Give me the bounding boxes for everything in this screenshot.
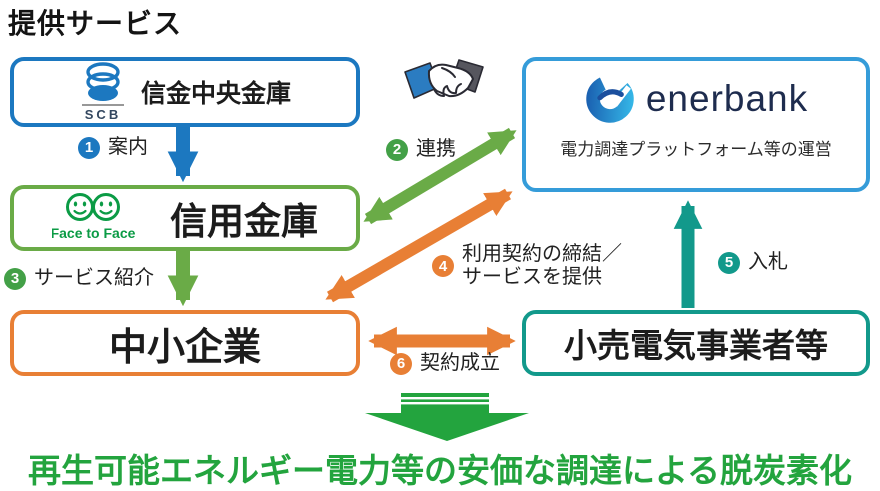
node-enerbank: enerbank 電力調達プラットフォーム等の運営	[522, 57, 870, 192]
outcome-text: 再生可能エネルギー電力等の安価な調達による脱炭素化	[27, 452, 852, 489]
page-title: 提供サービス	[8, 8, 183, 39]
step-4-badge: 4	[432, 255, 454, 277]
flow-step-3: 3 サービス紹介	[4, 267, 154, 290]
enerbank-caption: 電力調達プラットフォーム等の運営	[560, 140, 832, 159]
step-4-label-line2: サービスを提供	[462, 266, 602, 288]
step-6-badge: 6	[390, 352, 412, 375]
scb-logo-text: SCB	[85, 107, 121, 122]
step-1-label: 案内	[108, 136, 148, 158]
flow-step-1: 1 案内	[78, 136, 148, 159]
enerbank-wordmark: enerbank	[645, 78, 809, 119]
enerbank-swirl-logo-icon	[586, 75, 634, 123]
step-3-label: サービス紹介	[34, 267, 154, 289]
face-to-face-logo-text: Face to Face	[52, 225, 136, 241]
step-2-label: 連携	[416, 138, 456, 160]
flow-step-4: 4 利用契約の締結／ サービスを提供	[432, 243, 622, 289]
handshake-icon	[404, 59, 484, 99]
sme-name: 中小企業	[108, 326, 261, 369]
scb-name: 信金中央金庫	[140, 80, 291, 108]
step-5-badge: 5	[718, 251, 740, 274]
step-5-label: 入札	[748, 251, 788, 273]
retailer-name: 小売電気事業者等	[564, 327, 828, 364]
shinkin-name: 信用金庫	[170, 201, 318, 242]
step-4-label-line1: 利用契約の締結／	[462, 243, 622, 265]
big-green-down-arrow	[365, 393, 529, 441]
flow-step-5: 5 入札	[718, 251, 788, 274]
node-shinkin-central-bank: SCB 信金中央金庫	[10, 57, 360, 127]
step-2-badge: 2	[386, 138, 408, 161]
flow-step-6: 6 契約成立	[390, 352, 500, 375]
step-3-badge: 3	[4, 267, 26, 290]
face-to-face-logo-icon: Face to Face	[52, 193, 136, 241]
step-6-label: 契約成立	[420, 352, 500, 374]
step-4-label: 利用契約の締結／ サービスを提供	[462, 243, 622, 289]
node-electricity-retailers: 小売電気事業者等	[522, 310, 870, 376]
step-1-badge: 1	[78, 136, 100, 159]
node-sme: 中小企業	[10, 310, 360, 376]
node-shinkin-banks: Face to Face 信用金庫	[10, 185, 360, 251]
flow-step-2: 2 連携	[386, 138, 456, 161]
enerbank-logo-row: enerbank	[584, 73, 808, 125]
scb-rings-logo-icon: SCB	[81, 62, 124, 122]
